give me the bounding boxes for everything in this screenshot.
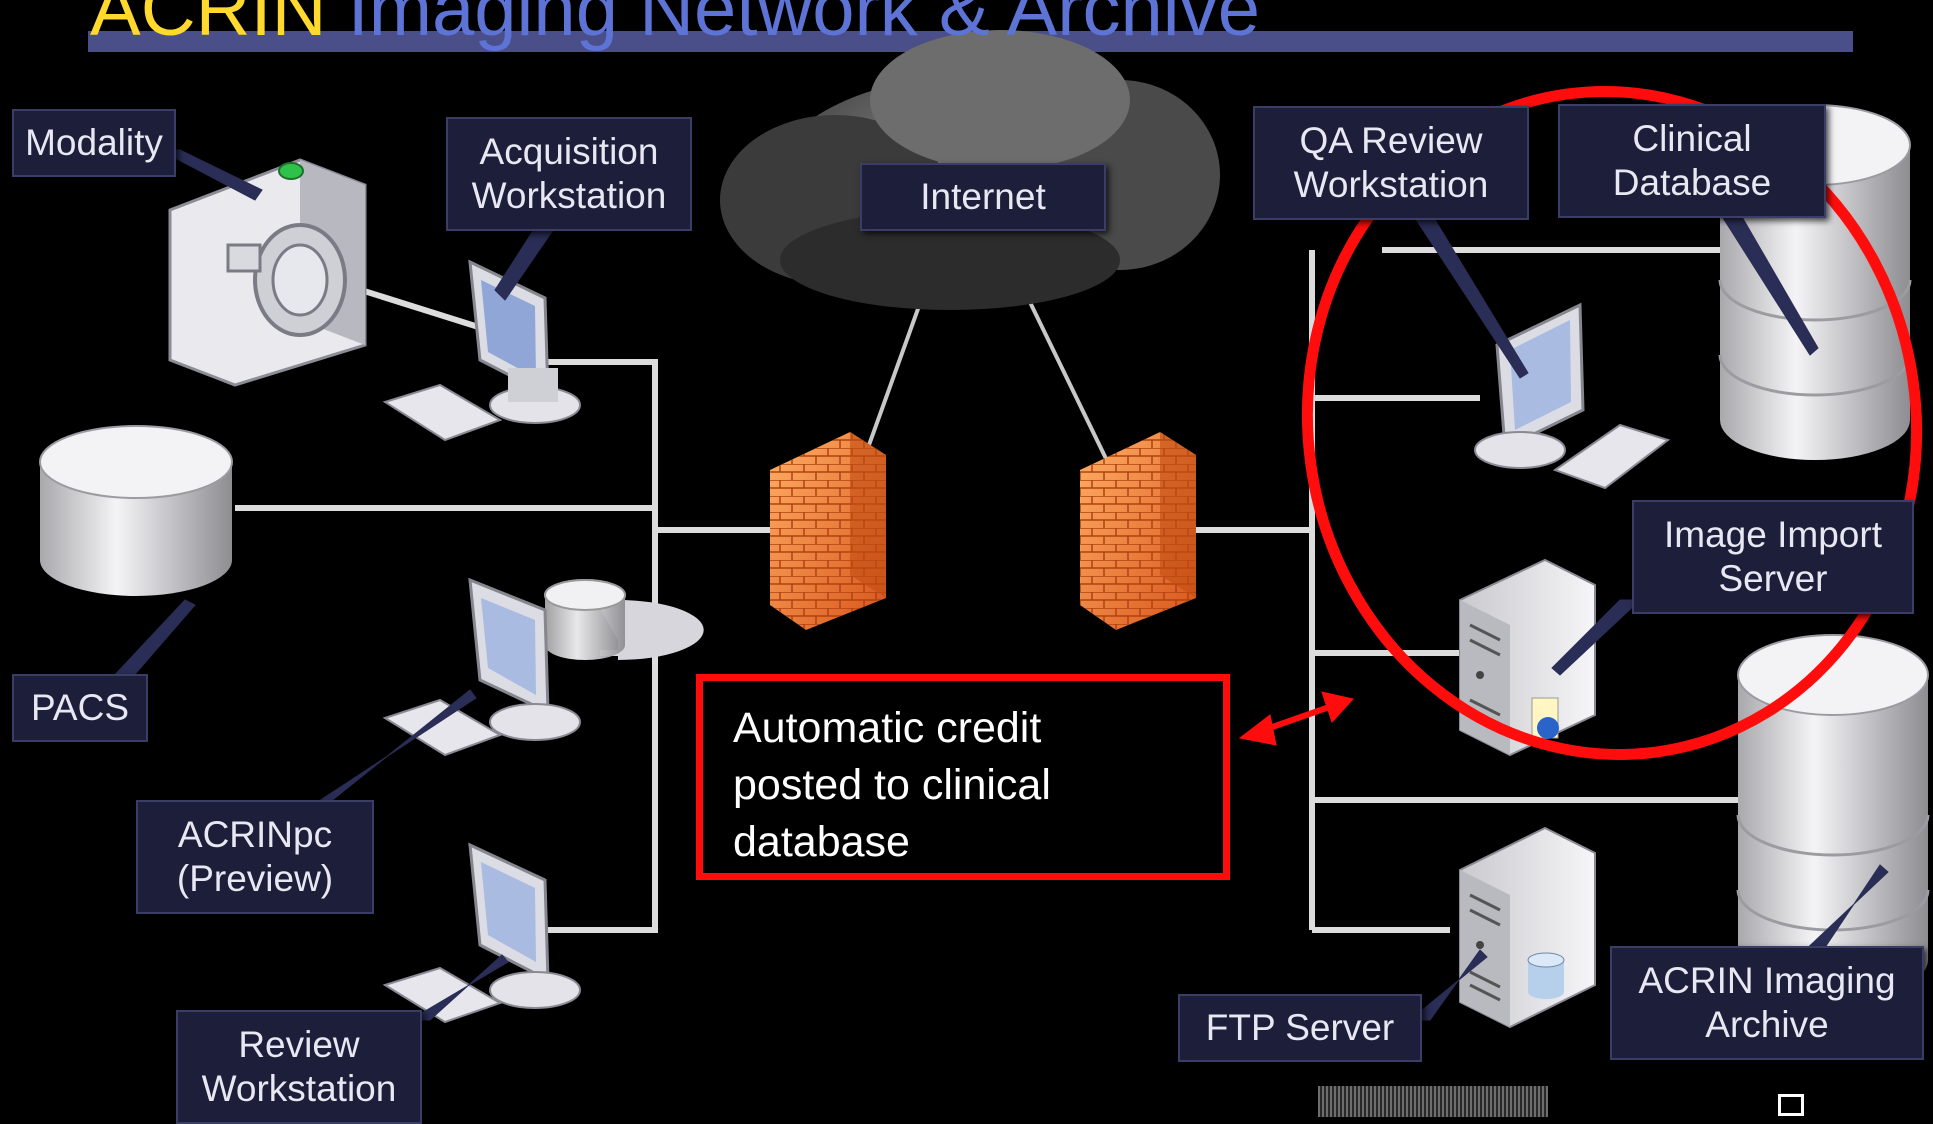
keyboard-icon [382,383,503,442]
label-qa-review-workstation: QA Review Workstation [1253,106,1529,220]
callout-box: Automatic credit posted to clinical data… [696,674,1230,880]
label-clinical-line2: Database [1612,162,1772,203]
label-clinical-line1: Clinical [1632,118,1752,159]
label-import-line2: Server [1718,558,1828,599]
page-title: ACRIN Imaging Network & Archive [90,0,1260,53]
highlight-oval [1301,86,1923,760]
label-acrinpc-line2: (Preview) [176,858,334,899]
label-qa-line1: QA Review [1299,120,1483,161]
label-pacs-text: PACS [30,687,129,728]
label-import-line1: Image Import [1664,514,1882,555]
firewall-left-icon [770,432,886,630]
label-internet: Internet [860,163,1106,231]
callout-line1: Automatic credit [733,704,1042,752]
square-icon [1778,1094,1804,1116]
label-pointers [108,149,1889,1021]
camera-icon [168,158,367,387]
title-highlight: ACRIN [90,0,327,52]
label-archive-line2: Archive [1705,1004,1829,1045]
firewall-right-icon [1080,432,1196,630]
label-acquisition-line1: Acquisition [479,131,659,172]
label-review-workstation: Review Workstation [176,1010,422,1124]
label-acquisition-workstation: Acquisition Workstation [446,117,692,231]
label-acquisition-line2: Workstation [471,175,667,216]
label-modality-text: Modality [25,122,163,163]
acrinpc-workstation-icon [382,577,704,757]
label-review-line1: Review [238,1024,360,1065]
label-qa-line2: Workstation [1293,164,1489,205]
callout-line3: database [733,818,910,866]
ftp-server-icon [1459,826,1596,1029]
qa-review-monitor-icon [1474,302,1671,490]
label-acrin-imaging-archive: ACRIN Imaging Archive [1610,946,1924,1060]
review-workstation-icon [382,842,581,1024]
pacs-database-cylinder-icon [39,425,233,596]
acquisition-monitor-icon [468,259,581,424]
label-ftp-text: FTP Server [1205,1007,1395,1048]
label-acrinpc-preview: ACRINpc (Preview) [136,800,374,914]
label-pacs: PACS [12,674,148,742]
label-ftp-server: FTP Server [1178,994,1422,1062]
label-clinical-database: Clinical Database [1558,104,1826,218]
callout-line2: posted to clinical [733,761,1051,809]
label-image-import-server: Image Import Server [1632,500,1914,614]
double-arrow [1238,691,1354,746]
label-acrinpc-line1: ACRINpc [177,814,333,855]
title-rest: Imaging Network & Archive [326,0,1260,52]
label-modality: Modality [12,109,176,177]
label-review-line2: Workstation [201,1068,397,1109]
label-archive-line1: ACRIN Imaging [1638,960,1896,1001]
label-internet-text: Internet [920,176,1046,217]
footer-logo [1318,1086,1548,1117]
